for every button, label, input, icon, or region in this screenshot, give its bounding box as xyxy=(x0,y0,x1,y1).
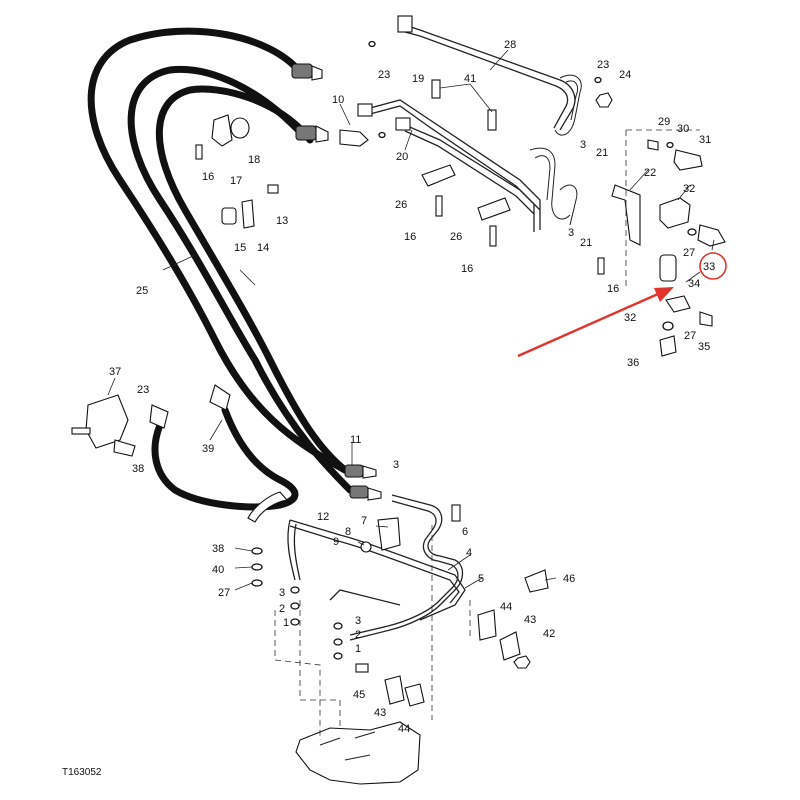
callout-15: 15 xyxy=(234,242,246,254)
callout-13: 13 xyxy=(276,215,288,227)
callout-10: 10 xyxy=(332,94,344,106)
callout-16: 16 xyxy=(404,231,416,243)
lower-small-parts xyxy=(251,504,549,707)
callout-32: 32 xyxy=(683,183,695,195)
hose-fittings-top xyxy=(291,63,369,147)
callout-3: 3 xyxy=(279,587,285,599)
callout-40: 40 xyxy=(212,564,224,576)
callout-43: 43 xyxy=(374,707,386,719)
tubes-4-5 xyxy=(287,494,466,641)
callout-38: 38 xyxy=(212,543,224,555)
callout-35: 35 xyxy=(698,341,710,353)
dashed-guides xyxy=(274,129,700,740)
callout-37: 37 xyxy=(109,366,121,378)
tube-19-20 xyxy=(357,99,571,232)
figure-code: T163052 xyxy=(62,767,102,778)
callout-42: 42 xyxy=(543,628,555,640)
callout-23: 23 xyxy=(137,384,149,396)
callout-1: 1 xyxy=(283,617,289,629)
callout-43: 43 xyxy=(524,614,536,626)
callout-39: 39 xyxy=(202,443,214,455)
callout-24: 24 xyxy=(619,69,631,81)
callout-38: 38 xyxy=(132,463,144,475)
callout-7: 7 xyxy=(361,515,367,527)
callout-44: 44 xyxy=(500,601,512,613)
hose-25 xyxy=(87,27,354,494)
callout-31: 31 xyxy=(699,134,711,146)
callout-20: 20 xyxy=(396,151,408,163)
callout-23: 23 xyxy=(597,59,609,71)
red-arrow xyxy=(517,287,674,358)
highlight-circle-33 xyxy=(699,252,727,280)
callout-12: 12 xyxy=(317,511,329,523)
right-fittings xyxy=(368,40,726,357)
callout-23: 23 xyxy=(378,69,390,81)
hose-39 xyxy=(149,384,299,511)
callout-9: 9 xyxy=(333,536,339,548)
callout-27: 27 xyxy=(683,247,695,259)
tube-loops-upper-right xyxy=(554,74,582,226)
callout-1: 1 xyxy=(355,643,361,655)
callout-45: 45 xyxy=(353,689,365,701)
callout-28: 28 xyxy=(504,39,516,51)
control-valve-body xyxy=(295,721,421,785)
callout-34: 34 xyxy=(688,278,700,290)
callout-6: 6 xyxy=(462,526,468,538)
callout-5: 5 xyxy=(478,573,484,585)
callout-32: 32 xyxy=(624,312,636,324)
callout-22: 22 xyxy=(644,167,656,179)
callout-27: 27 xyxy=(684,330,696,342)
callout-3: 3 xyxy=(568,227,574,239)
hoses-11-12-ends xyxy=(247,464,382,523)
callout-16: 16 xyxy=(202,171,214,183)
valve-37 xyxy=(71,394,136,457)
callout-8: 8 xyxy=(345,526,351,538)
callout-2: 2 xyxy=(355,629,361,641)
callout-27: 27 xyxy=(218,587,230,599)
clamps-and-bolts xyxy=(195,79,605,275)
callout-29: 29 xyxy=(658,116,670,128)
callout-25: 25 xyxy=(136,285,148,297)
callout-18: 18 xyxy=(248,154,260,166)
leader-lines xyxy=(107,49,715,591)
callout-labels: 28 23 24 23 19 41 10 20 3 21 29 30 31 22… xyxy=(109,39,715,735)
callout-26: 26 xyxy=(450,231,462,243)
tube-28 xyxy=(397,15,576,131)
callout-26: 26 xyxy=(395,199,407,211)
callout-44: 44 xyxy=(398,723,410,735)
callout-33: 33 xyxy=(703,261,715,273)
callout-30: 30 xyxy=(677,123,689,135)
callout-3: 3 xyxy=(355,615,361,627)
callout-41: 41 xyxy=(464,73,476,85)
callout-4: 4 xyxy=(466,547,472,559)
callout-3: 3 xyxy=(393,459,399,471)
callout-21: 21 xyxy=(596,147,608,159)
callout-46: 46 xyxy=(563,573,575,585)
callout-21: 21 xyxy=(580,237,592,249)
callout-16: 16 xyxy=(607,283,619,295)
callout-14: 14 xyxy=(257,242,269,254)
callout-11: 11 xyxy=(350,434,361,446)
callout-2: 2 xyxy=(279,603,285,615)
callout-16: 16 xyxy=(461,263,473,275)
callout-3: 3 xyxy=(580,139,586,151)
callout-36: 36 xyxy=(627,357,639,369)
callout-17: 17 xyxy=(230,175,242,187)
callout-19: 19 xyxy=(412,73,424,85)
